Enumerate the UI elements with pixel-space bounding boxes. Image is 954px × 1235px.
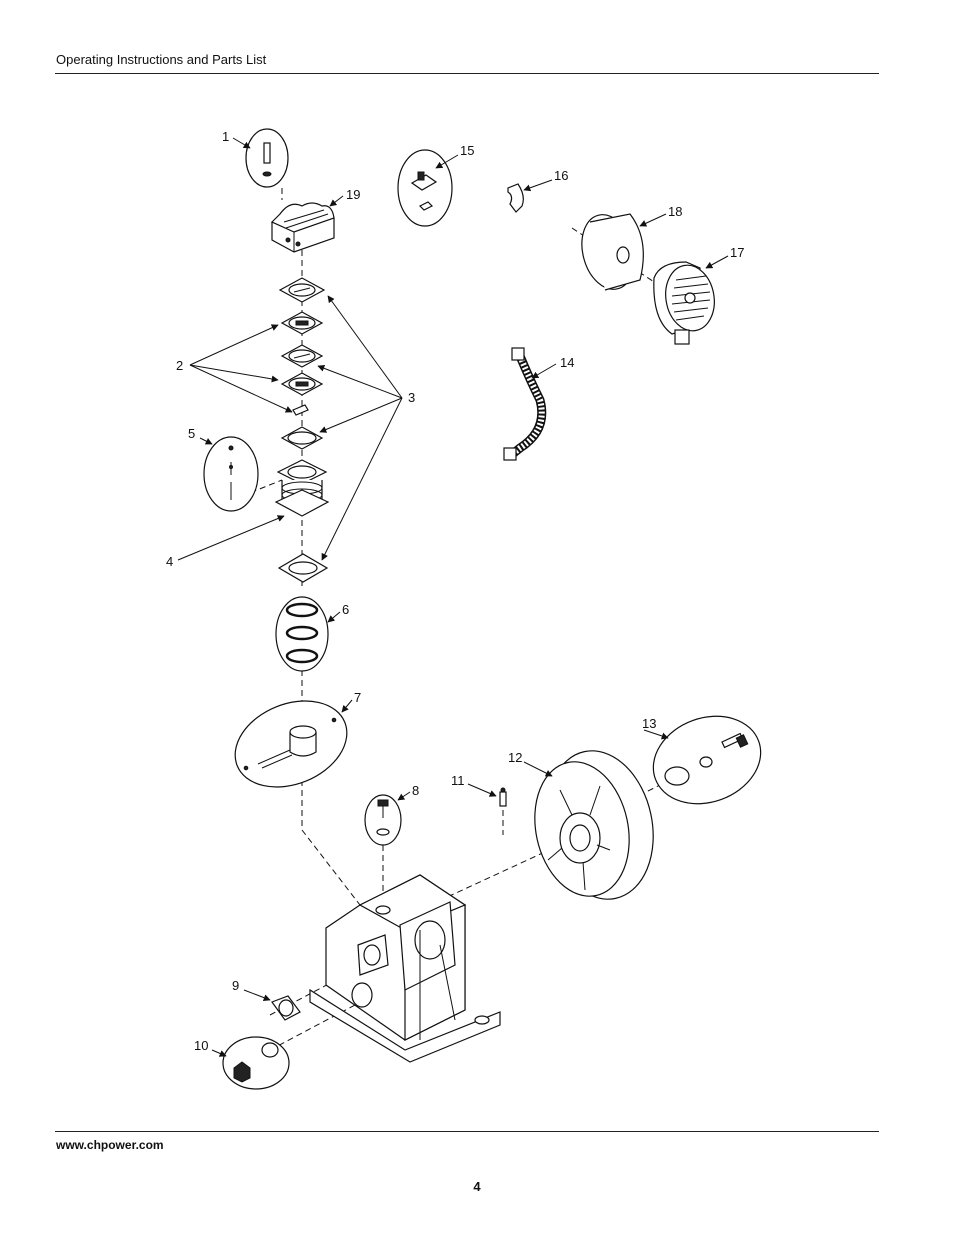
page-header-title: Operating Instructions and Parts List bbox=[56, 52, 267, 67]
part-10-plug bbox=[222, 1036, 290, 1090]
callout-1: 1 bbox=[222, 129, 229, 144]
part-6-piston-rings bbox=[275, 596, 329, 672]
callout-17: 17 bbox=[730, 245, 744, 260]
callout-18: 18 bbox=[668, 204, 682, 219]
callout-7: 7 bbox=[354, 690, 361, 705]
footer-rule bbox=[55, 1131, 879, 1132]
part-3-base-gasket bbox=[277, 553, 329, 583]
callout-4: 4 bbox=[166, 554, 173, 569]
callout-19: 19 bbox=[346, 187, 360, 202]
part-1-head-bolt bbox=[245, 128, 289, 188]
part-16-elbow bbox=[507, 183, 524, 213]
part-14-tube bbox=[503, 347, 547, 461]
part-9-gasket bbox=[271, 995, 301, 1021]
part-8-bolt-washer bbox=[364, 794, 402, 846]
callout-2: 2 bbox=[176, 358, 183, 373]
callout-6: 6 bbox=[342, 602, 349, 617]
callout-labels: 1 19 2 3 5 4 6 7 8 11 12 13 14 15 16 18 … bbox=[166, 129, 744, 1053]
callout-16: 16 bbox=[554, 168, 568, 183]
callout-10: 10 bbox=[194, 1038, 208, 1053]
page-number: 4 bbox=[473, 1179, 481, 1194]
callout-15: 15 bbox=[460, 143, 474, 158]
callout-8: 8 bbox=[412, 783, 419, 798]
part-15-fittings bbox=[397, 149, 453, 227]
callout-leaders bbox=[177, 137, 729, 1057]
part-11-fitting bbox=[499, 787, 507, 807]
part-7-piston bbox=[234, 700, 348, 788]
part-19-cylinder-head bbox=[270, 202, 335, 253]
part-18-filter-element bbox=[581, 213, 644, 291]
part-13-washer-bolt bbox=[652, 715, 762, 805]
crankcase bbox=[309, 874, 501, 1063]
callout-13: 13 bbox=[642, 716, 656, 731]
part-17-filter-housing bbox=[653, 261, 715, 345]
part-5-bolts bbox=[203, 436, 259, 512]
callout-3: 3 bbox=[408, 390, 415, 405]
valve-plate-stack bbox=[278, 277, 326, 450]
part-4-cylinder bbox=[274, 459, 330, 517]
header-rule bbox=[55, 73, 879, 74]
callout-14: 14 bbox=[560, 355, 574, 370]
callout-9: 9 bbox=[232, 978, 239, 993]
callout-5: 5 bbox=[188, 426, 195, 441]
part-12-pulley bbox=[534, 750, 654, 900]
callout-11: 11 bbox=[451, 773, 465, 788]
footer-website: www.chpower.com bbox=[56, 1138, 164, 1152]
callout-12: 12 bbox=[508, 750, 522, 765]
